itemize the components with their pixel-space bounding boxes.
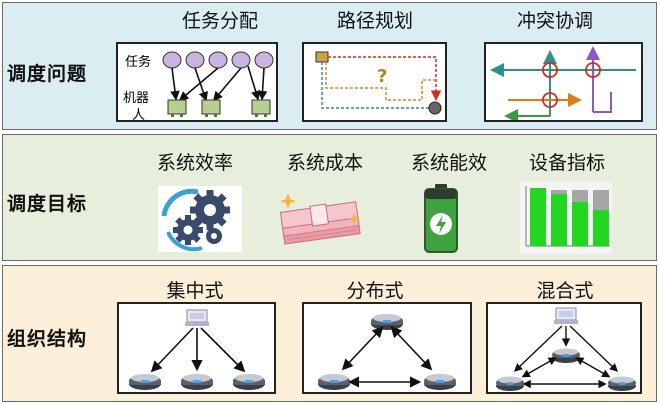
bar-chart-icon [520, 182, 612, 254]
robot-icon [552, 348, 580, 363]
label-conflict-coordination: 冲突协调 [516, 10, 593, 32]
robot-icon [181, 374, 213, 390]
path-question-mark: ? [377, 66, 387, 87]
label-system-cost: 系统成本 [286, 152, 363, 174]
robot-icon [318, 374, 350, 390]
label-path-planning: 路径规划 [336, 10, 413, 32]
central-server-icon [184, 309, 210, 327]
path-planning-diagram: ? [302, 42, 447, 122]
gears-icon [158, 186, 242, 252]
robot-row-label-1: 机器 [123, 91, 149, 106]
conflict-point [585, 62, 601, 78]
central-server-icon [553, 307, 579, 325]
label-system-energy: 系统能效 [410, 152, 487, 174]
label-distributed: 分布式 [346, 280, 404, 302]
task-node [254, 51, 274, 69]
conflict-coordination-diagram [484, 42, 643, 122]
conflict-coordination-svg [490, 46, 636, 120]
path-blue [321, 62, 432, 109]
label-centralized: 集中式 [166, 280, 224, 302]
bar [572, 190, 588, 246]
path-red [328, 56, 442, 101]
robot-node [251, 99, 271, 115]
money-stack-icon [274, 187, 366, 249]
conflict-point [542, 62, 558, 78]
task-node [231, 51, 251, 69]
distributed-diagram [302, 302, 472, 394]
robot-icon [424, 374, 456, 390]
bar [593, 190, 609, 246]
bar [530, 188, 546, 246]
label-hybrid: 混合式 [536, 280, 594, 302]
conflict-point [542, 92, 558, 108]
task-node [185, 51, 205, 69]
robot-icon [129, 374, 161, 390]
row-title: 调度问题 [7, 63, 88, 85]
robot-icon [233, 374, 265, 390]
robot-icon [608, 376, 636, 391]
row-title: 调度目标 [7, 193, 88, 215]
robot-node [201, 99, 221, 115]
robot-icon [371, 314, 403, 330]
path-orange [325, 62, 436, 101]
task-assignment-svg: 任务 机器 人 [123, 51, 274, 123]
label-task-assignment: 任务分配 [181, 10, 258, 32]
robot-icon [496, 376, 524, 391]
battery-icon [423, 182, 459, 254]
path-planning-svg: ? [315, 51, 442, 115]
hybrid-diagram [486, 302, 642, 394]
task-assignment-diagram: 任务 机器 人 [116, 42, 278, 123]
task-node [162, 51, 182, 69]
goal-robot [428, 101, 442, 115]
centralized-diagram [117, 302, 276, 394]
task-node [208, 51, 228, 69]
label-system-efficiency: 系统效率 [156, 152, 233, 174]
start-robot [315, 51, 329, 63]
robot-node [167, 99, 187, 115]
bar [551, 190, 567, 246]
row-title: 组织结构 [7, 328, 88, 350]
robot-row-label-2: 人 [132, 108, 145, 120]
label-equipment-metrics: 设备指标 [528, 152, 605, 174]
task-row-label: 任务 [125, 54, 151, 70]
